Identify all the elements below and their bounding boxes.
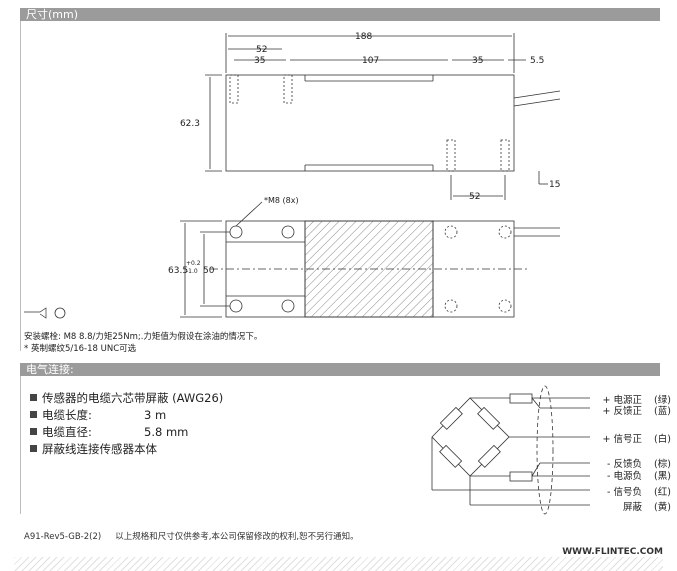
dim-188: 188 (355, 32, 372, 42)
wire-label: - 电源负(黑) (607, 471, 671, 482)
spec-item: 电缆长度:3 m (30, 407, 223, 424)
dim-tol-dn: -1.0 (186, 268, 198, 275)
wire-label: - 反馈负(棕) (607, 459, 671, 470)
mounting-note: 安装螺栓: M8 8.8/力矩25Nm;.力矩值为假设在涂油的情况下。 (24, 332, 263, 342)
dimensions-section-title: 尺寸(mm) (20, 8, 660, 21)
section-left-rule-2 (20, 376, 21, 514)
wire-label: + 信号正(白) (602, 434, 671, 445)
wire-label: 屏蔽(黄) (622, 502, 671, 513)
wire-label: + 电源正(绿) (602, 395, 671, 406)
dim-35b: 35 (472, 56, 483, 66)
dim-15: 15 (549, 180, 560, 190)
website-link[interactable]: WWW.FLINTEC.COM (562, 547, 663, 557)
bullet-square-icon (30, 411, 37, 418)
wire-label: - 信号负(红) (607, 487, 671, 498)
footer-disclaimer: A91-Rev5-GB-2(2)以上规格和尺寸仅供参考,本公司保留修改的权利,恕… (24, 532, 359, 542)
dim-107: 107 (362, 56, 379, 66)
spec-item: 传感器的电缆六芯带屏蔽 (AWG26) (30, 390, 223, 407)
thread-label: *M8 (8x) (264, 196, 299, 205)
electrical-section-title: 电气连接: (20, 363, 660, 376)
spec-item: 电缆直径:5.8 mm (30, 424, 223, 441)
dim-5-5: 5.5 (530, 56, 544, 66)
dim-tol-up: +0.2 (186, 260, 201, 267)
dimension-drawing: 188 52 35 107 35 5.5 62.3 15 52 *M8 (8x)… (24, 32, 560, 319)
bullet-square-icon (30, 394, 37, 401)
imperial-note: * 英制螺纹5/16-18 UNC可选 (24, 344, 137, 354)
electrical-spec-list: 传感器的电缆六芯带屏蔽 (AWG26) 电缆长度:3 m 电缆直径:5.8 mm… (30, 390, 223, 458)
footer-hatch-band (14, 557, 663, 571)
dim-35a: 35 (254, 56, 265, 66)
dim-52b: 52 (469, 192, 480, 202)
side-view-body (225, 74, 515, 172)
spec-item: 屏蔽线连接传感器本体 (30, 441, 223, 458)
dim-62-3: 62.3 (180, 119, 200, 129)
dim-52: 52 (256, 45, 267, 55)
wire-label: + 反馈正(蓝) (602, 406, 671, 417)
section-left-rule (20, 21, 21, 351)
bullet-square-icon (30, 445, 37, 452)
dim-50: 50 (203, 266, 215, 276)
bullet-square-icon (30, 428, 37, 435)
dim-63-5: 63.5 (168, 266, 188, 276)
